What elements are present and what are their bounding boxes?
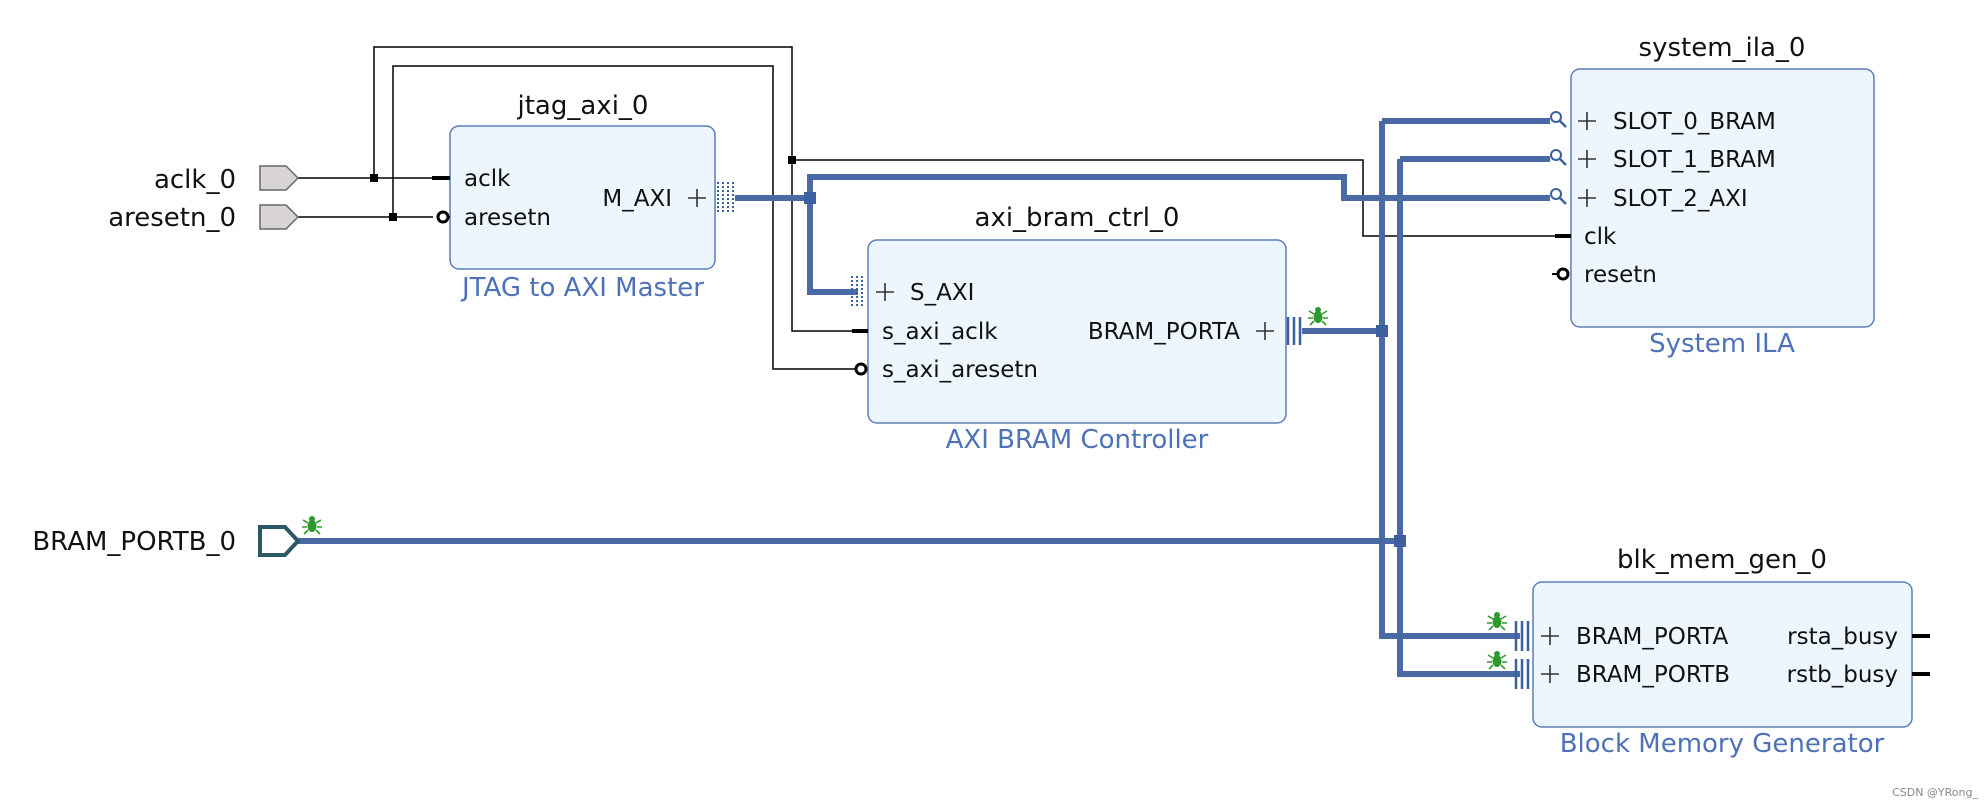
watermark: CSDN @YRong_ bbox=[1892, 786, 1978, 799]
axi-interface-icon bbox=[851, 276, 863, 308]
pin-s-axi-aresetn: s_axi_aresetn bbox=[882, 357, 1038, 383]
pin-s-axi-aclk: s_axi_aclk bbox=[882, 319, 998, 345]
active-low-icon bbox=[854, 362, 868, 376]
port-bram-portb[interactable]: BRAM_PORTB_0 bbox=[32, 515, 323, 557]
expand-plus-icon[interactable] bbox=[1578, 150, 1596, 168]
bram-interface-icon bbox=[1514, 621, 1530, 651]
port-bram-portb-label: BRAM_PORTB_0 bbox=[32, 527, 236, 557]
pin-resetn: resetn bbox=[1584, 262, 1657, 288]
probe-icon bbox=[1549, 110, 1568, 129]
pin-aclk: aclk bbox=[464, 166, 511, 192]
block-jtag-axi-subtitle: JTAG to AXI Master bbox=[460, 273, 704, 303]
expand-plus-icon[interactable] bbox=[1541, 627, 1559, 645]
block-system-ila-subtitle: System ILA bbox=[1649, 329, 1795, 359]
block-blk-mem-gen-subtitle: Block Memory Generator bbox=[1560, 729, 1885, 759]
block-jtag-axi-title: jtag_axi_0 bbox=[517, 91, 649, 121]
block-jtag-axi[interactable]: jtag_axi_0 JTAG to AXI Master aclk arese… bbox=[432, 91, 734, 303]
port-aresetn-label: aresetn_0 bbox=[108, 203, 236, 233]
bram-interface-icon bbox=[1286, 317, 1302, 345]
expand-plus-icon[interactable] bbox=[1578, 189, 1596, 207]
pin-bram-portb: BRAM_PORTB bbox=[1576, 662, 1730, 688]
pin-slot-1-bram: SLOT_1_BRAM bbox=[1613, 147, 1776, 173]
axi-interface-icon bbox=[717, 182, 734, 214]
expand-plus-icon[interactable] bbox=[1541, 665, 1559, 683]
pin-slot-2-axi: SLOT_2_AXI bbox=[1613, 186, 1748, 212]
debug-bug-icon bbox=[301, 515, 323, 535]
pin-bram-porta: BRAM_PORTA bbox=[1576, 624, 1728, 650]
pin-rsta-busy: rsta_busy bbox=[1787, 624, 1898, 650]
debug-bug-icon bbox=[1486, 611, 1508, 631]
block-axi-bram-ctrl-title: axi_bram_ctrl_0 bbox=[975, 203, 1180, 233]
expand-plus-icon[interactable] bbox=[876, 283, 894, 301]
block-blk-mem-gen-title: blk_mem_gen_0 bbox=[1617, 545, 1827, 575]
port-aclk[interactable]: aclk_0 bbox=[154, 165, 300, 195]
block-axi-bram-ctrl-subtitle: AXI BRAM Controller bbox=[946, 425, 1209, 455]
debug-bug-icon bbox=[1486, 650, 1508, 670]
pin-bram-porta: BRAM_PORTA bbox=[1088, 319, 1240, 345]
block-system-ila[interactable]: system_ila_0 System ILA SLOT_0_BRAM SLOT… bbox=[1549, 33, 1875, 359]
expand-plus-icon[interactable] bbox=[1256, 322, 1274, 340]
debug-bug-icon bbox=[1307, 306, 1329, 326]
expand-plus-icon[interactable] bbox=[688, 189, 706, 207]
active-low-icon bbox=[436, 210, 450, 224]
pin-clk: clk bbox=[1584, 224, 1617, 250]
block-system-ila-title: system_ila_0 bbox=[1639, 33, 1806, 63]
pin-m-axi: M_AXI bbox=[602, 186, 672, 212]
pin-s-axi: S_AXI bbox=[910, 280, 974, 306]
pin-slot-0-bram: SLOT_0_BRAM bbox=[1613, 109, 1776, 135]
port-aclk-label: aclk_0 bbox=[154, 165, 236, 195]
block-axi-bram-ctrl[interactable]: axi_bram_ctrl_0 AXI BRAM Controller S_AX… bbox=[851, 203, 1329, 455]
probe-icon bbox=[1549, 187, 1568, 206]
bram-interface-icon bbox=[1514, 659, 1530, 689]
port-aresetn[interactable]: aresetn_0 bbox=[108, 203, 300, 233]
expand-plus-icon[interactable] bbox=[1578, 112, 1596, 130]
block-blk-mem-gen[interactable]: blk_mem_gen_0 Block Memory Generator BRA… bbox=[1486, 545, 1930, 759]
probe-icon bbox=[1549, 148, 1568, 167]
pin-rstb-busy: rstb_busy bbox=[1787, 662, 1898, 688]
active-low-icon bbox=[1556, 267, 1570, 281]
pin-aresetn: aresetn bbox=[464, 205, 551, 231]
bus-wires bbox=[298, 118, 1550, 677]
